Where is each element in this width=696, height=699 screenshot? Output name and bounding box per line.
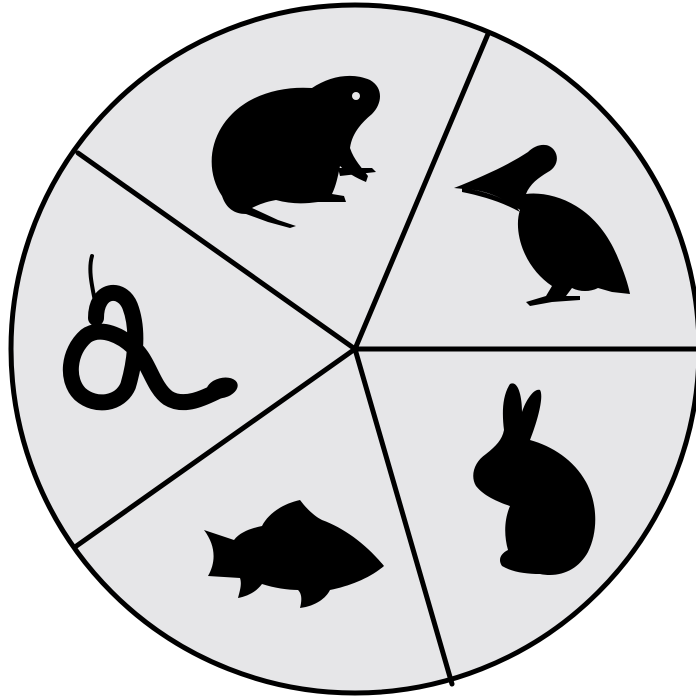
animal-wheel-diagram <box>0 0 696 699</box>
wheel <box>0 0 696 699</box>
